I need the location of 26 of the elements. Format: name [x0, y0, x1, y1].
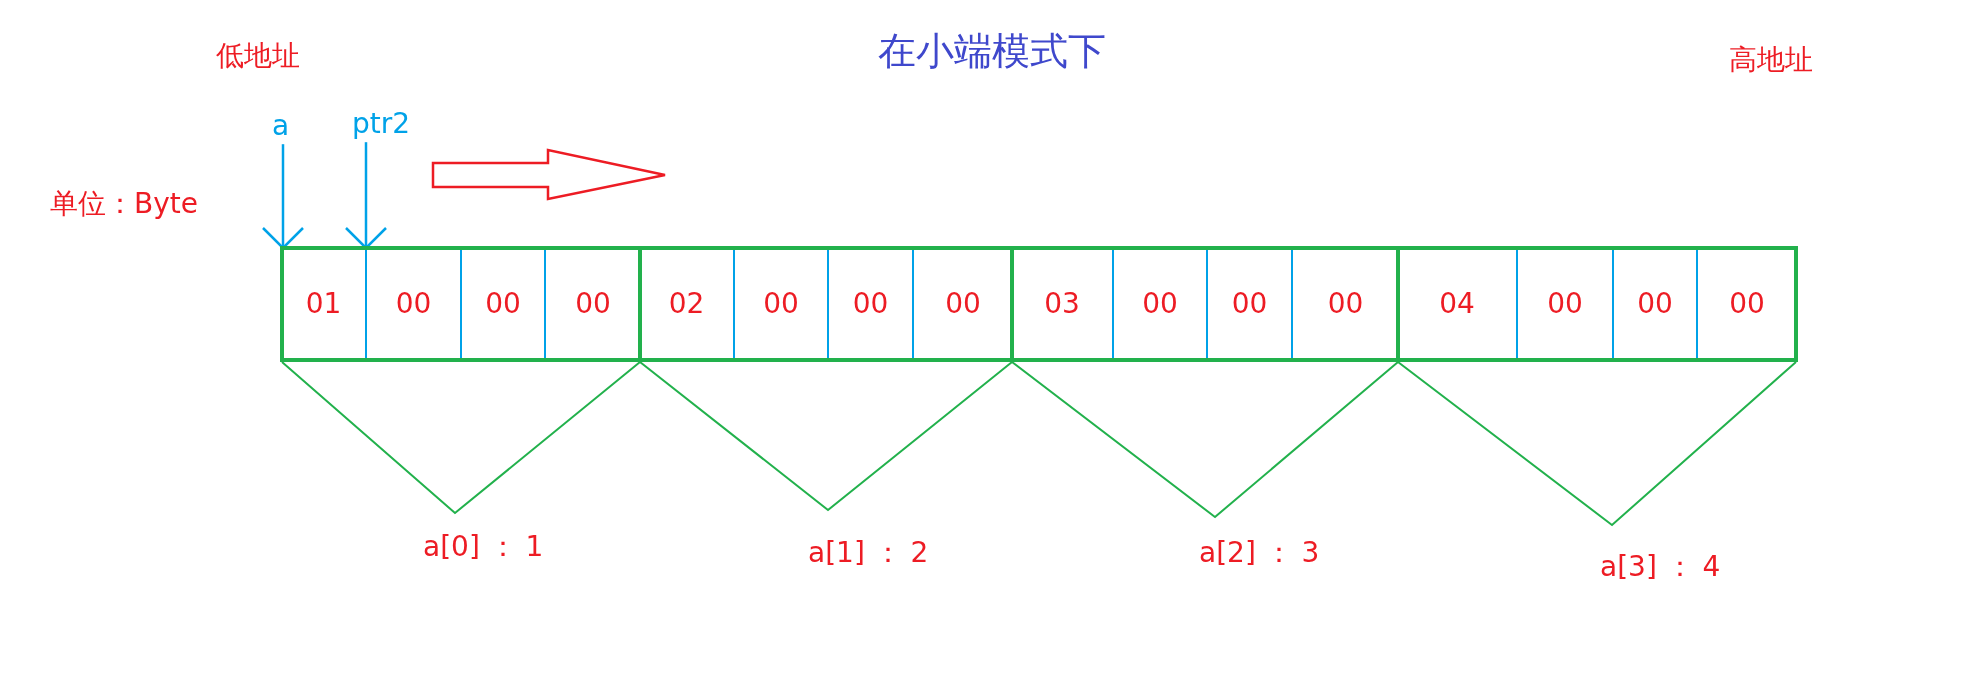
element-value-label: a[1] ： 2 [808, 537, 929, 570]
byte-value: 00 [1637, 287, 1673, 321]
byte-value: 00 [945, 287, 981, 321]
byte-value: 00 [1729, 287, 1765, 321]
pointer-label: ptr2 [352, 108, 411, 141]
byte-value: 04 [1439, 287, 1475, 321]
address-label: 低地址 [216, 40, 300, 73]
byte-value: 03 [1044, 287, 1080, 321]
element-value-label: a[3] ： 4 [1600, 551, 1721, 584]
diagram-title: 在小端模式下 [878, 30, 1106, 74]
byte-value: 01 [305, 287, 342, 321]
byte-value: 00 [485, 287, 521, 321]
byte-value: 00 [1231, 287, 1268, 321]
address-label: 高地址 [1729, 44, 1813, 77]
element-value-label: a[0] ： 1 [423, 531, 544, 564]
byte-value: 00 [763, 287, 799, 321]
pointer-label: a [272, 110, 290, 143]
element-value-label: a[2] ： 3 [1199, 537, 1320, 570]
byte-value: 02 [668, 287, 705, 321]
unit-label: 单位：Byte [50, 188, 198, 221]
byte-value: 00 [1547, 287, 1583, 321]
byte-value: 00 [575, 287, 611, 321]
byte-value: 00 [1327, 287, 1364, 321]
byte-value: 00 [852, 287, 889, 321]
byte-value: 00 [395, 287, 432, 321]
byte-value: 00 [1142, 287, 1178, 321]
